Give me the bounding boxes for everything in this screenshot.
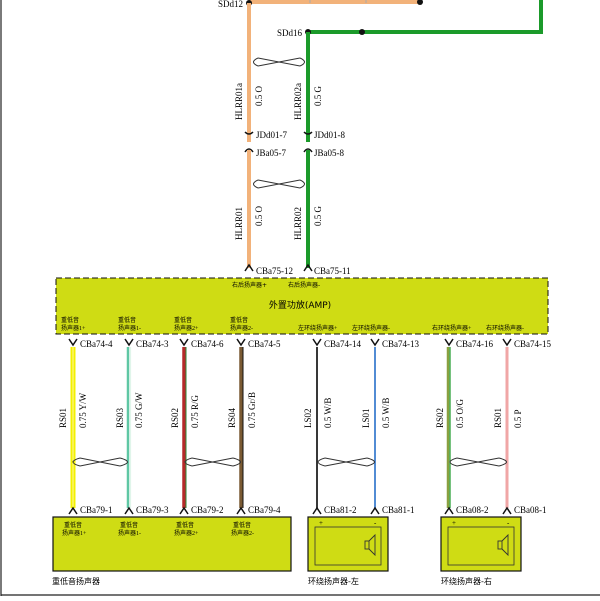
wire-label: HLRR02: [293, 207, 303, 240]
subwoofer-pin-label: 扬声器1-: [118, 529, 141, 537]
wire-label: LS01: [361, 408, 371, 428]
subwoofer-box: [52, 516, 292, 572]
amp-io-label: 扬声器2+: [174, 324, 199, 332]
amp-top-label: 右后扬声器+: [232, 281, 267, 289]
amp-io-label: 重低音: [118, 316, 136, 324]
amp-pin: CBa74-16: [456, 339, 493, 349]
subwoofer-pin-label: 扬声器1+: [62, 529, 87, 537]
amp-io-label: 右环绕扬声器-: [486, 324, 524, 332]
amp-io-label: 左环绕扬声器+: [298, 324, 338, 332]
amp-pin: CBa74-4: [80, 339, 113, 349]
amp-pin: CBa74-5: [248, 339, 281, 349]
amp-io-label: 重低音: [230, 316, 248, 324]
splice-dot: [359, 29, 365, 35]
subwoofer-module: 重低音 扬声器1+ 重低音 扬声器1- 重低音 扬声器2+ 重低音 扬声器2- …: [52, 516, 292, 586]
minus-terminal: -: [374, 519, 377, 527]
subwoofer-name: 重低音扬声器: [52, 576, 100, 586]
subwoofer-pin-label: 扬声器2+: [174, 529, 199, 537]
jd-label-right: JDd01-8: [314, 130, 345, 140]
subwoofer-pin-label: 重低音: [64, 521, 82, 529]
plus-terminal: +: [319, 519, 323, 527]
wire-label: HLRR01: [234, 207, 244, 240]
wire-spec: 0.75 Gr/B: [247, 392, 257, 428]
top-bus: SDd12 SDd16: [218, 0, 543, 38]
end-pin-label: CBa79-1: [80, 505, 113, 515]
subwoofer-pin-label: 重低音: [176, 521, 194, 529]
wire-label: RS02: [435, 408, 445, 428]
amp-io-label: 左环绕扬声器-: [352, 324, 390, 332]
wire-spec: 0.5 P: [513, 409, 523, 428]
end-pin-label: CBa79-4: [248, 505, 281, 515]
wire-spec: 0.5 G: [313, 86, 323, 107]
end-pin-label: CBa79-3: [136, 505, 169, 515]
minus-terminal: -: [507, 519, 510, 527]
end-pin-label: CBa08-1: [514, 505, 547, 515]
amp-io-label: 扬声器2-: [230, 324, 253, 332]
splice-dot: [417, 0, 423, 5]
subwoofer-pin-label: 扬声器2-: [231, 529, 254, 537]
amp-pin: CBa74-3: [136, 339, 169, 349]
amp-pin: CBa74-13: [382, 339, 419, 349]
plus-terminal: +: [452, 519, 456, 527]
jb-label-right: JBa05-8: [314, 148, 344, 158]
upper-wires: HLRR01a 0.5 O HLRR02a 0.5 G: [234, 3, 323, 142]
wire-spec: 0.5 W/B: [381, 398, 391, 428]
amp-pin: CBa74-6: [191, 339, 224, 349]
wire-label: RS01: [493, 408, 503, 428]
jd-label-left: JDd01-7: [256, 130, 287, 140]
wire-label: LS02: [303, 408, 313, 428]
amp-pin-top: CBa75-11: [314, 266, 351, 276]
amp-io-label: 重低音: [174, 316, 192, 324]
surround-left-name: 环绕扬声器-左: [308, 576, 359, 586]
end-pin-label: CBa79-2: [191, 505, 224, 515]
wire-label: RS01: [58, 408, 68, 428]
splice-label-left: SDd12: [218, 0, 243, 9]
end-pins: CBa79-1 CBa79-3 CBa79-2 CBa79-4 CBa81-2 …: [68, 505, 547, 515]
speaker-icon: [497, 533, 509, 557]
speaker-icon: [364, 533, 376, 557]
amp-bottom-pins: CBa74-4 CBa74-3 CBa74-6 CBa74-5 CBa74-14…: [68, 338, 551, 349]
wire-spec: 0.5 O: [254, 206, 264, 227]
wire-label: HLRR01a: [234, 83, 244, 120]
amp-module: CBa75-12 CBa75-11 右后扬声器+ 右后扬声器- 外置功放(AMP…: [55, 263, 549, 335]
mid-wires: HLRR01 0.5 O HLRR02 0.5 G: [234, 150, 323, 268]
wire-spec: 0.5 G: [313, 206, 323, 227]
wire-spec: 0.75 Y/W: [78, 392, 88, 428]
wire-label: RS03: [115, 407, 125, 428]
wire-label: HLRR02a: [293, 83, 303, 120]
amp-box: [55, 277, 549, 335]
subwoofer-pin-label: 重低音: [233, 521, 251, 529]
wire-spec: 0.5 O/G: [455, 399, 465, 429]
lower-wires: RS01 0.75 Y/W RS03 0.75 G/W RS02 0.75 R/…: [58, 347, 523, 508]
amp-io-label: 扬声器1-: [118, 324, 141, 332]
amp-io-label: 重低音: [61, 316, 79, 324]
amp-pin: CBa74-14: [324, 339, 361, 349]
surround-left-module: + - 环绕扬声器-左: [307, 516, 389, 586]
amp-top-label: 右后扬声器-: [288, 281, 320, 289]
wire-spec: 0.75 R/G: [190, 394, 200, 428]
jb-label-left: JBa05-7: [256, 148, 286, 158]
splice-label-right: SDd16: [277, 28, 303, 38]
wire-spec: 0.5 O: [254, 86, 264, 107]
end-pin-label: CBa81-1: [382, 505, 415, 515]
wire-spec: 0.75 G/W: [134, 392, 144, 428]
amp-io-label: 扬声器1+: [61, 324, 86, 332]
wire-label: RS04: [227, 407, 237, 428]
surround-right-name: 环绕扬声器-右: [441, 576, 492, 586]
inline-connectors: JDd01-7 JDd01-8 JBa05-7 JBa05-8: [244, 130, 345, 158]
amp-title: 外置功放(AMP): [269, 299, 331, 311]
end-pin-label: CBa08-2: [456, 505, 489, 515]
amp-io-label: 右环绕扬声器+: [432, 324, 472, 332]
surround-right-module: + - 环绕扬声器-右: [440, 516, 522, 586]
amp-pin: CBa74-15: [514, 339, 551, 349]
amp-pin-top: CBa75-12: [256, 266, 293, 276]
wire-spec: 0.5 W/B: [323, 398, 333, 428]
subwoofer-pin-label: 重低音: [120, 521, 138, 529]
end-pin-label: CBa81-2: [324, 505, 357, 515]
twist-symbols: [72, 457, 507, 467]
wire-label: RS02: [170, 408, 180, 428]
